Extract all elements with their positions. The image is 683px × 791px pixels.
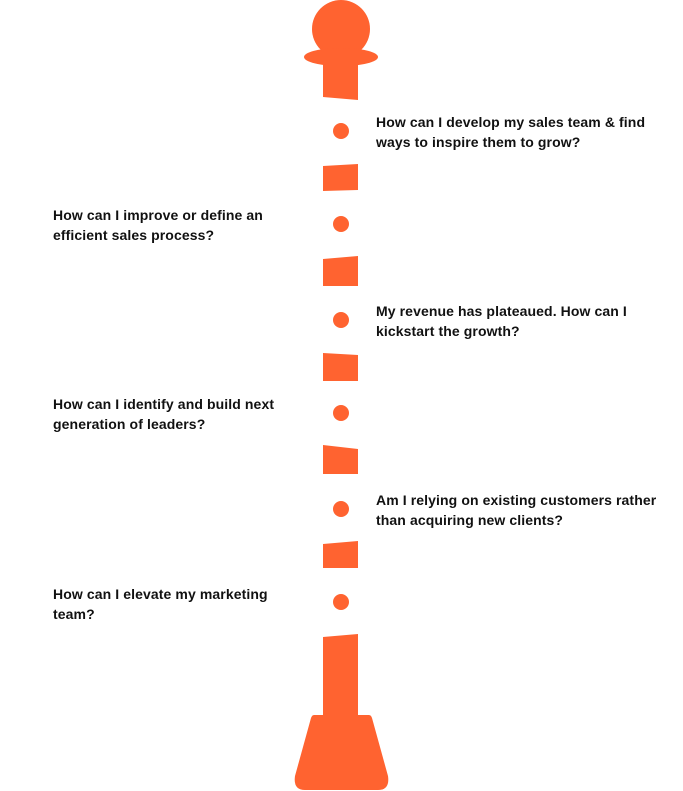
milestone-dot [333, 123, 349, 139]
pole-segment [323, 445, 358, 474]
pole-base [294, 715, 389, 790]
pole-segment [323, 634, 358, 716]
pole-top-collar [304, 48, 378, 66]
milestone-dot [333, 594, 349, 610]
question-3: My revenue has plateaued. How can I kick… [376, 303, 627, 339]
pole-segment [323, 541, 358, 568]
pole-segment [323, 353, 358, 381]
milestone-dot [333, 405, 349, 421]
pole-segment [323, 62, 358, 100]
pole-segment [323, 164, 358, 191]
milestone-dot [333, 216, 349, 232]
question-2: How can I improve or define an efficient… [53, 207, 263, 243]
question-4: How can I identify and build next genera… [53, 396, 275, 432]
pole-segment [323, 256, 358, 286]
question-1: How can I develop my sales team & find w… [376, 114, 646, 150]
question-5: Am I relying on existing customers rathe… [376, 492, 657, 528]
milestone-dot [333, 501, 349, 517]
question-6: How can I elevate my marketing team? [53, 586, 268, 622]
pole-top-ball [312, 0, 370, 58]
milestone-dot [333, 312, 349, 328]
